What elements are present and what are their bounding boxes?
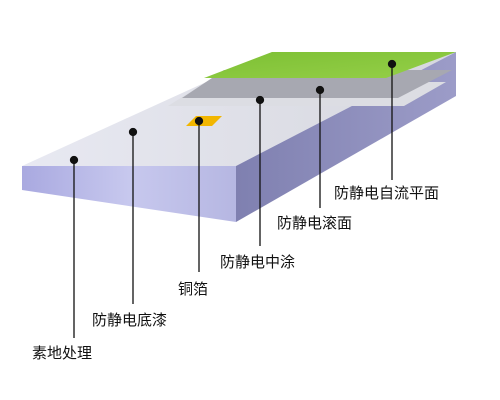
label-middle-coat: 防静电中涂: [220, 253, 296, 271]
label-primer: 防静电底漆: [92, 311, 168, 329]
leader-dot-substrate: [69, 155, 79, 165]
copper-foil-strip: [186, 116, 222, 126]
label-copper-foil: 铜箔: [178, 280, 209, 298]
leader-dot-middle: [255, 95, 265, 105]
leader-dot-self-leveling: [387, 59, 397, 69]
label-substrate: 素地处理: [32, 344, 93, 362]
leader-dot-roller: [315, 85, 325, 95]
leader-dot-primer: [128, 127, 138, 137]
slab-front-face: [22, 166, 236, 222]
label-self-leveling: 防静电自流平面: [334, 184, 440, 202]
self-leveling-layer: [204, 52, 456, 78]
label-roller-coat: 防静电滚面: [277, 214, 353, 232]
leader-dot-copper: [194, 116, 204, 126]
